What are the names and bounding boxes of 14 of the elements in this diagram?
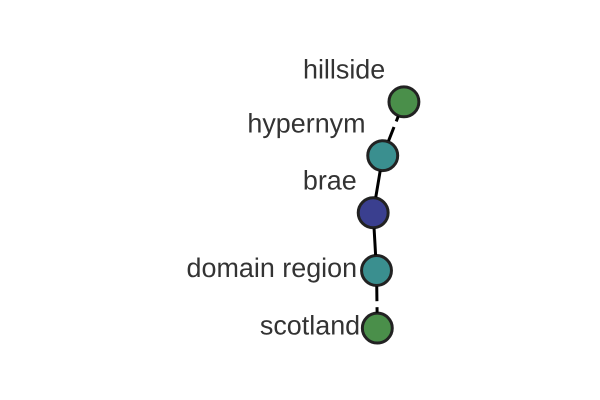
- node-circle: [360, 312, 394, 345]
- node-circle: [360, 254, 392, 287]
- node-circle: [356, 196, 390, 230]
- connector: [374, 170, 382, 198]
- node-label: hillside: [302, 54, 385, 84]
- connector: [386, 116, 400, 142]
- node-circle: [386, 85, 420, 118]
- connector: [372, 228, 377, 256]
- node-label: scotland: [259, 310, 360, 341]
- node-label: hypernym: [246, 108, 366, 138]
- node-label: domain region: [186, 253, 357, 284]
- node-circle: [366, 139, 399, 172]
- connector: [374, 286, 378, 313]
- node-label: brae: [302, 165, 356, 196]
